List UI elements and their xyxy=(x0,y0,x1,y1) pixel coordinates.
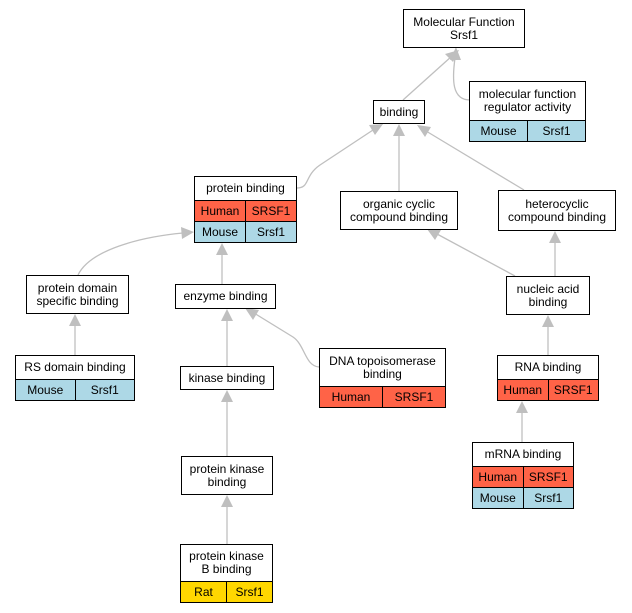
arrowhead xyxy=(427,229,441,240)
node-protein-kinase-binding[interactable]: protein kinase binding xyxy=(181,456,273,495)
gene-row: Human SRSF1 xyxy=(195,200,296,221)
gene-cell[interactable]: SRSF1 xyxy=(382,387,445,407)
arrowhead xyxy=(445,50,459,62)
node-label: protein domain xyxy=(37,280,118,295)
gene-cell[interactable]: Srsf1 xyxy=(527,121,585,141)
node-protein-domain-specific-binding[interactable]: protein domain specific binding xyxy=(26,275,129,314)
arrowhead xyxy=(216,243,228,255)
gene-row: Human SRSF1 xyxy=(498,379,598,400)
node-label: kinase binding xyxy=(188,370,266,385)
gene-row: Mouse Srsf1 xyxy=(195,221,296,242)
gene-cell[interactable]: SRSF1 xyxy=(522,467,573,487)
arrowhead xyxy=(221,309,233,321)
node-label: RNA binding xyxy=(514,360,582,374)
node-label: compound binding xyxy=(507,209,607,224)
species-cell[interactable]: Mouse xyxy=(473,488,523,508)
species-cell[interactable]: Rat xyxy=(181,582,226,602)
node-label: mRNA binding xyxy=(484,447,562,461)
node-enzyme-binding[interactable]: enzyme binding xyxy=(175,284,276,309)
node-label: Srsf1 xyxy=(449,27,478,42)
node-heterocyclic-compound-binding[interactable]: heterocyclic compound binding xyxy=(498,190,616,231)
node-label: protein kinase xyxy=(189,549,264,563)
node-label: binding xyxy=(207,474,247,489)
node-label: regulator activity xyxy=(483,100,572,114)
node-label: protein binding xyxy=(206,181,285,195)
node-label: B binding xyxy=(201,562,252,576)
node-dna-topoisomerase-binding[interactable]: DNA topoisomerase binding Human SRSF1 xyxy=(319,348,446,408)
node-label: DNA topoisomerase xyxy=(329,353,436,368)
node-organic-cyclic-compound-binding[interactable]: organic cyclic compound binding xyxy=(340,191,458,230)
node-label: enzyme binding xyxy=(183,289,268,303)
arrowhead xyxy=(393,124,405,136)
arrowhead xyxy=(542,315,554,327)
gene-row: Mouse Srsf1 xyxy=(16,379,134,400)
edge-mfra-to-mf xyxy=(452,57,471,101)
species-cell[interactable]: Mouse xyxy=(195,222,245,242)
gene-cell[interactable]: Srsf1 xyxy=(74,380,134,400)
arrowhead xyxy=(181,227,194,239)
node-nucleic-acid-binding[interactable]: nucleic acid binding xyxy=(506,276,590,315)
edge-nab-to-ocb xyxy=(436,233,516,277)
gene-row: Mouse Srsf1 xyxy=(473,487,573,508)
edge-dtb-to-eb xyxy=(253,312,320,368)
node-rna-binding[interactable]: RNA binding Human SRSF1 xyxy=(497,355,599,401)
node-mrna-binding[interactable]: mRNA binding Human SRSF1 Mouse Srsf1 xyxy=(472,442,574,509)
species-cell[interactable]: Human xyxy=(473,467,523,487)
node-protein-binding[interactable]: protein binding Human SRSF1 Mouse Srsf1 xyxy=(194,176,297,243)
species-cell[interactable]: Human xyxy=(195,201,245,221)
node-label: heterocyclic xyxy=(525,196,589,211)
node-protein-kinase-b-binding[interactable]: protein kinase B binding Rat Srsf1 xyxy=(180,544,273,603)
node-label: protein kinase xyxy=(189,461,265,476)
gene-cell[interactable]: SRSF1 xyxy=(547,380,598,400)
node-molecular-function[interactable]: Molecular Function Srsf1 xyxy=(403,9,525,48)
arrowhead xyxy=(549,231,561,243)
gene-row: Rat Srsf1 xyxy=(181,581,272,602)
node-binding[interactable]: binding xyxy=(373,100,425,124)
node-rs-domain-binding[interactable]: RS domain binding Mouse Srsf1 xyxy=(15,355,135,401)
node-label: molecular function xyxy=(478,87,577,101)
gene-cell[interactable]: SRSF1 xyxy=(245,201,296,221)
arrowhead xyxy=(417,125,431,137)
edge-hcb-to-binding xyxy=(425,130,525,191)
gene-cell[interactable]: Srsf1 xyxy=(245,222,296,242)
edge-pdsb-to-pb xyxy=(77,232,184,276)
node-label: organic cyclic xyxy=(362,196,436,211)
arrowhead xyxy=(516,401,528,413)
arrowhead xyxy=(69,314,81,326)
node-kinase-binding[interactable]: kinase binding xyxy=(180,366,274,390)
gene-row: Mouse Srsf1 xyxy=(470,120,585,141)
node-label: RS domain binding xyxy=(24,360,126,374)
node-label: binding xyxy=(528,294,568,309)
arrowhead xyxy=(221,495,233,507)
arrowhead xyxy=(245,308,259,320)
gene-cell[interactable]: Srsf1 xyxy=(522,488,573,508)
gene-row: Human SRSF1 xyxy=(473,466,573,487)
arrowhead xyxy=(369,124,383,135)
arrowhead xyxy=(221,390,233,402)
node-label: binding xyxy=(379,104,419,119)
node-label: compound binding xyxy=(349,209,449,224)
edge-binding-to-mf xyxy=(402,55,453,101)
species-cell[interactable]: Human xyxy=(498,380,548,400)
species-cell[interactable]: Human xyxy=(320,387,382,407)
node-molecular-function-regulator-activity[interactable]: molecular function regulator activity Mo… xyxy=(469,81,586,142)
node-label: binding xyxy=(363,366,402,381)
species-cell[interactable]: Mouse xyxy=(470,121,527,141)
node-label: nucleic acid xyxy=(516,281,580,296)
edge-pb-to-binding xyxy=(296,129,374,189)
species-cell[interactable]: Mouse xyxy=(16,380,75,400)
node-label: specific binding xyxy=(36,293,119,308)
gene-row: Human SRSF1 xyxy=(320,386,445,407)
gene-cell[interactable]: Srsf1 xyxy=(226,582,272,602)
node-label: Molecular Function xyxy=(413,14,515,29)
